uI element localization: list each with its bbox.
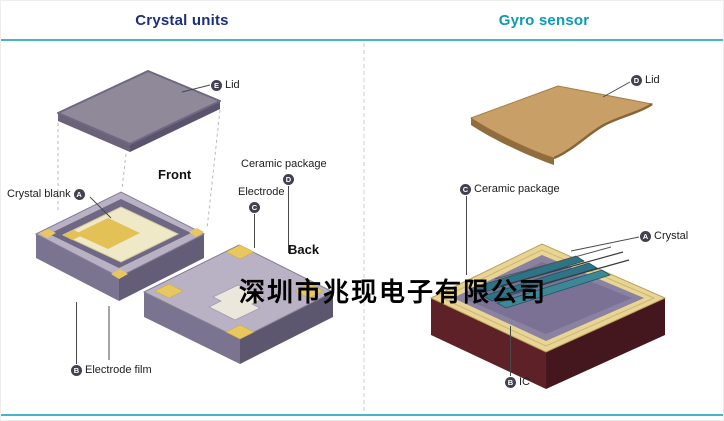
badge-electrode-c: C <box>249 202 260 213</box>
label-crystal-blank: Crystal blank A <box>7 188 85 201</box>
bottom-rule <box>1 414 723 416</box>
badge-gyro-ic-b: B <box>505 377 516 388</box>
crystal-back-package-shape <box>142 244 335 364</box>
badge-crystal-blank-a: A <box>73 189 85 200</box>
header: Crystal units Gyro sensor <box>1 1 723 41</box>
label-gyro-lid-text: Lid <box>645 74 660 86</box>
label-gyro-lid: D Lid <box>631 74 660 87</box>
label-ceramic-package-gyro: C Ceramic package <box>460 183 560 196</box>
label-gyro-crystal: A Crystal <box>640 230 688 243</box>
gyro-package-shape <box>429 243 667 389</box>
label-crystal-lid-text: Lid <box>225 79 240 91</box>
badge-ceramic-package-d: D <box>283 174 294 185</box>
gyro-lid-shape <box>469 85 654 165</box>
gyro-sensor-title: Gyro sensor <box>498 11 590 29</box>
label-gyro-crystal-text: Crystal <box>654 230 689 242</box>
crystal-units-title: Crystal units <box>135 11 229 29</box>
label-crystal-lid: E Lid <box>211 79 240 92</box>
badge-gyro-ceramic-c: C <box>460 184 471 195</box>
badge-lid-e: E <box>211 80 222 91</box>
crystal-projection-lines <box>57 109 221 230</box>
label-ceramic-package-gyro-text: Ceramic package <box>474 183 560 195</box>
label-front: Front <box>158 167 192 182</box>
label-crystal-blank-text: Crystal blank <box>7 188 71 200</box>
badge-gyro-lid-d: D <box>631 75 642 86</box>
label-electrode: Electrode <box>238 186 285 198</box>
label-electrode-film-text: Electrode film <box>85 364 152 376</box>
crystal-lid-shape <box>57 70 221 152</box>
label-gyro-ic-text: IC <box>519 376 530 388</box>
label-electrode-film: B Electrode film <box>71 364 152 377</box>
watermark-text: 深圳市兆现电子有限公司 <box>239 277 548 307</box>
label-back: Back <box>288 242 320 257</box>
badge-gyro-crystal-a: A <box>640 231 651 242</box>
label-gyro-ic: B IC <box>505 376 530 389</box>
crystal-front-package-shape <box>34 191 206 301</box>
badge-electrode-film-b: B <box>71 365 82 376</box>
label-ceramic-package-cu: Ceramic package <box>241 158 327 170</box>
gyro-leader-lines <box>466 81 640 376</box>
crystal-leader-lines <box>76 84 289 364</box>
